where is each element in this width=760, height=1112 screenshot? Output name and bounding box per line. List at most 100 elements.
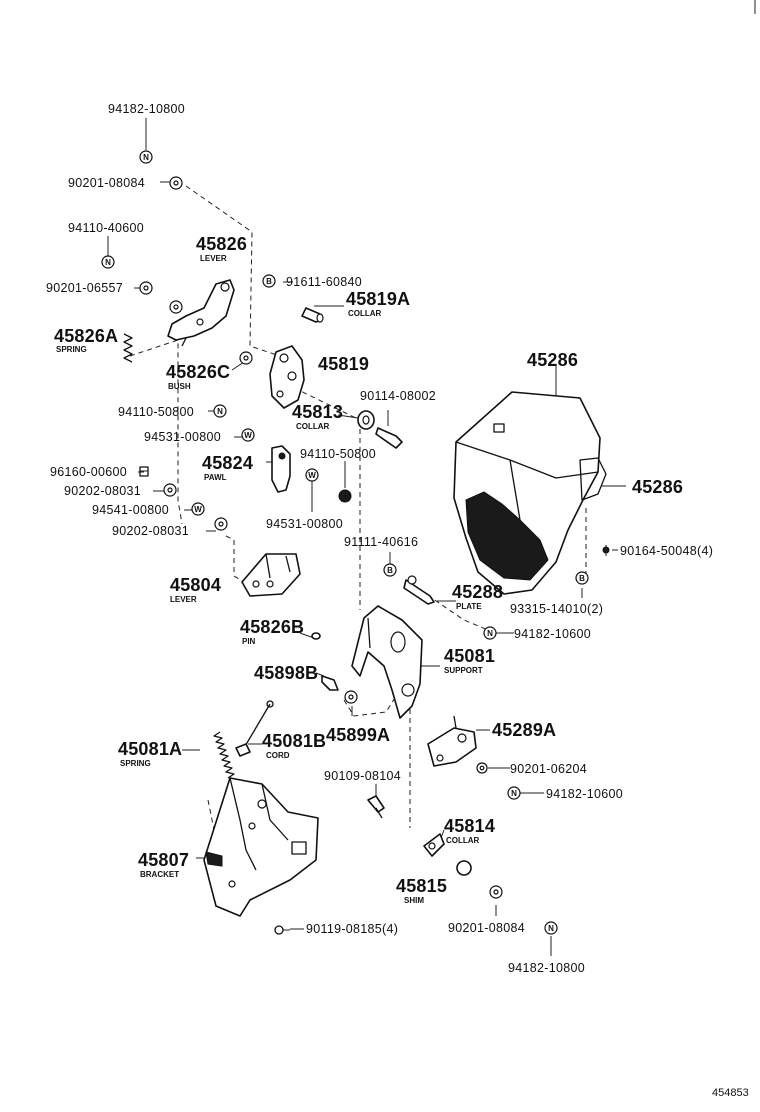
nut-icon xyxy=(338,489,352,503)
part-number-label: 45899A xyxy=(326,725,390,745)
part-number-label: 90164-50048(4) xyxy=(620,544,713,558)
spring-45081A-drawing xyxy=(213,731,235,779)
part-45819-drawing xyxy=(269,345,305,409)
washer-icon xyxy=(139,281,153,295)
screw-icon xyxy=(602,545,610,556)
part-number-label: 94531-00800 xyxy=(144,430,221,444)
part-name-label: SHIM xyxy=(404,896,424,905)
part-number-label: 45819A xyxy=(346,289,410,309)
nut-icon: N xyxy=(101,255,115,269)
part-number-label: 45819 xyxy=(318,354,369,374)
part-number-label: 94110-50800 xyxy=(118,405,194,419)
washer-icon xyxy=(169,300,183,314)
plate-45288-drawing xyxy=(403,575,435,605)
part-number-label: 96160-00600 xyxy=(50,465,127,479)
washer-icon: W xyxy=(305,468,319,482)
part-number-label: 45813 xyxy=(292,402,343,422)
part-number-label: 91111-40616 xyxy=(344,535,418,549)
part-name-label: LEVER xyxy=(170,595,197,604)
nut-icon: N xyxy=(507,786,521,800)
nut-icon: N xyxy=(544,921,558,935)
part-name-label: LEVER xyxy=(200,254,227,263)
washer-icon xyxy=(344,690,358,704)
part-number-label: 91611-60840 xyxy=(286,275,362,289)
column-cover-45286-drawing xyxy=(453,391,607,595)
part-number-label: 90202-08031 xyxy=(64,484,141,498)
svg-text:N: N xyxy=(105,258,111,267)
shim-45815-drawing xyxy=(423,833,445,857)
part-number-label: 45824 xyxy=(202,453,253,473)
washer-icon xyxy=(169,176,183,190)
bolt-90114-drawing xyxy=(375,427,403,449)
part-number-label: 45289A xyxy=(492,720,556,740)
part-number-label: 45826B xyxy=(240,617,304,637)
bolt-symbol-icon: B xyxy=(383,563,397,577)
part-number-label: 90202-08031 xyxy=(112,524,189,538)
svg-text:W: W xyxy=(244,431,252,440)
part-number-label: 45804 xyxy=(170,575,221,595)
part-number-label: 45815 xyxy=(396,876,447,896)
part-name-label: SPRING xyxy=(56,345,87,354)
part-number-label: 90201-06204 xyxy=(510,762,587,776)
part-name-label: COLLAR xyxy=(348,309,382,318)
part-number-label: 45826C xyxy=(166,362,230,382)
part-number-label: 94541-00800 xyxy=(92,503,169,517)
part-name-label: COLLAR xyxy=(296,422,330,431)
part-name-label: SUPPORT xyxy=(444,666,483,675)
part-number-label: 90114-08002 xyxy=(360,389,436,403)
part-number-label: 94182-10600 xyxy=(514,627,591,641)
washer-icon xyxy=(489,885,503,899)
washer-icon xyxy=(214,517,228,531)
bracket-45807-drawing xyxy=(203,777,319,917)
part-number-label: 94182-10800 xyxy=(108,102,185,116)
washer-icon: W xyxy=(241,428,255,442)
part-name-label: PAWL xyxy=(204,473,227,482)
svg-text:B: B xyxy=(579,574,585,583)
part-number-label: 45826 xyxy=(196,234,247,254)
pin-45826B-drawing xyxy=(311,632,321,640)
part-number-label: 90201-08084 xyxy=(448,921,525,935)
part-name-label: CORD xyxy=(266,751,290,760)
lever-45804-drawing xyxy=(241,553,301,597)
part-number-label: 45288 xyxy=(452,582,503,602)
diagram-code: 454853 xyxy=(712,1087,749,1099)
part-number-label: 45286 xyxy=(632,477,683,497)
part-number-label: 45081 xyxy=(444,646,495,666)
part-name-label: PIN xyxy=(242,637,256,646)
svg-text:W: W xyxy=(308,471,316,480)
screw-icon xyxy=(274,925,290,935)
svg-text:B: B xyxy=(387,566,393,575)
nut-icon: N xyxy=(139,150,153,164)
collar-45814-drawing xyxy=(456,860,472,876)
svg-text:N: N xyxy=(143,153,149,162)
part-name-label: BUSH xyxy=(168,382,191,391)
pawl-45824-drawing xyxy=(271,445,291,493)
part-labels: 94182-10800 90201-08084 94110-40600 9020… xyxy=(46,102,749,1099)
part-number-label: 90201-06557 xyxy=(46,281,123,295)
svg-text:N: N xyxy=(548,924,554,933)
washer-icon: W xyxy=(191,502,205,516)
svg-text:N: N xyxy=(487,629,493,638)
washer-icon xyxy=(239,351,253,365)
part-number-label: 90119-08185(4) xyxy=(306,922,398,936)
part-number-label: 90109-08104 xyxy=(324,769,401,783)
part-name-label: BRACKET xyxy=(140,870,179,879)
part-name-label: PLATE xyxy=(456,602,482,611)
small-bolt-icon xyxy=(139,466,149,477)
part-number-label: 90201-08084 xyxy=(68,176,145,190)
svg-text:W: W xyxy=(194,505,202,514)
bolt-90109-drawing xyxy=(367,795,385,819)
washer-icon xyxy=(476,762,488,774)
part-number-label: 45081A xyxy=(118,739,182,759)
bolt-symbol-icon: B xyxy=(262,274,276,288)
bracket-45289A-drawing xyxy=(427,715,477,767)
collar-45813-drawing xyxy=(357,410,375,430)
spring-45826A-drawing xyxy=(123,333,133,363)
part-number-label: 94182-10800 xyxy=(508,961,585,975)
part-number-label: 94110-50800 xyxy=(300,447,376,461)
nut-icon: N xyxy=(483,626,497,640)
part-number-label: 45286 xyxy=(527,350,578,370)
part-number-label: 45826A xyxy=(54,326,118,346)
nut-icon: N xyxy=(213,404,227,418)
part-number-label: 93315-14010(2) xyxy=(510,602,603,616)
